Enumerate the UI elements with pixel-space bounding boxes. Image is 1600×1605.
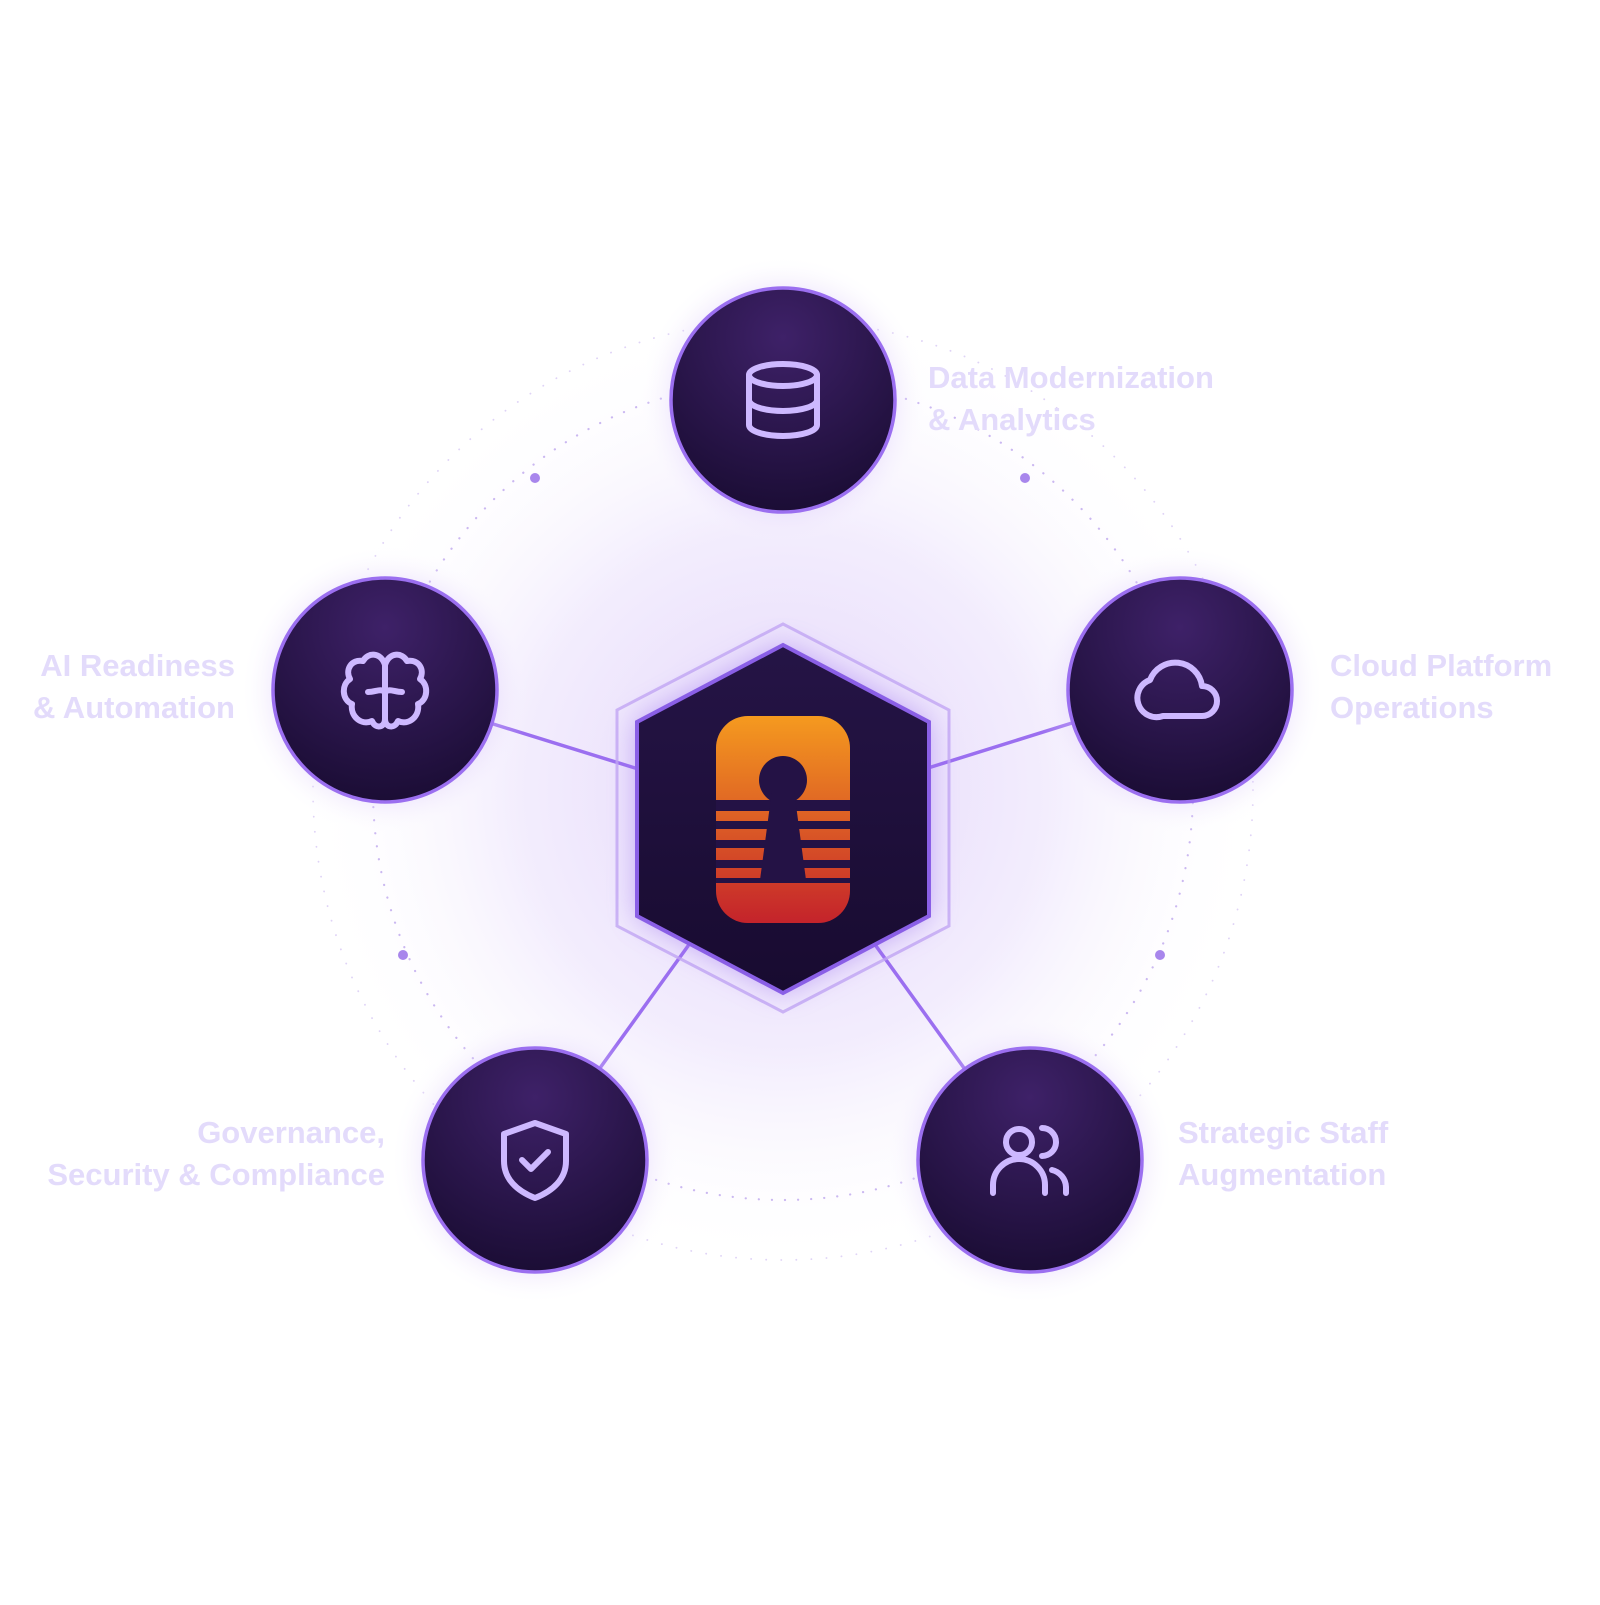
label-cloud-line-2: Operations — [1330, 690, 1494, 725]
database-icon — [746, 361, 820, 439]
label-staff: Strategic Staff Augmentation — [1178, 1112, 1388, 1196]
ring-accent-dots — [398, 473, 1165, 960]
label-staff-line-2: Augmentation — [1178, 1157, 1387, 1192]
label-data-line-2: & Analytics — [928, 402, 1096, 437]
shield-check-icon — [501, 1120, 569, 1201]
node-data — [669, 286, 897, 514]
keyhole-logo — [716, 716, 850, 923]
label-governance-line-2: Security & Compliance — [47, 1157, 385, 1192]
label-staff-line-1: Strategic Staff — [1178, 1115, 1389, 1150]
node-ai — [271, 576, 499, 804]
node-cloud — [1066, 576, 1294, 804]
label-data-line-1: Data Modernization — [928, 360, 1214, 395]
brain-icon — [340, 651, 430, 730]
node-governance — [421, 1046, 649, 1274]
node-staff — [916, 1046, 1144, 1274]
hex-outer-ring — [615, 622, 951, 1014]
label-ai-line-2: & Automation — [32, 690, 235, 725]
label-ai: AI Readiness & Automation — [33, 645, 235, 729]
label-ai-line-1: AI Readiness — [40, 648, 235, 683]
label-governance: Governance, Security & Compliance — [47, 1112, 385, 1196]
label-cloud-line-1: Cloud Platform — [1330, 648, 1553, 683]
label-governance-line-1: Governance, — [197, 1115, 385, 1150]
cloud-icon — [1134, 659, 1220, 721]
label-data: Data Modernization & Analytics — [928, 357, 1214, 441]
users-icon — [990, 1125, 1069, 1196]
label-cloud: Cloud Platform Operations — [1330, 645, 1552, 729]
center-hub — [615, 622, 951, 1014]
